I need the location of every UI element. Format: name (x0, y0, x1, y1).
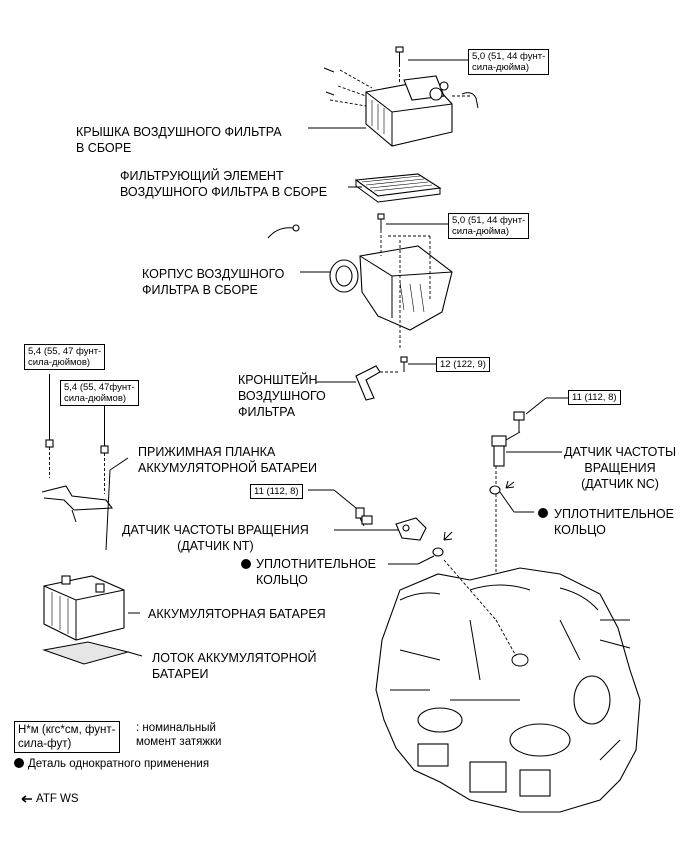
torque-box-clamp-nut-2: 5,4 (55, 47фунт- сила-дюймов) (60, 380, 139, 406)
label-air-cleaner-cap: КРЫШКА ВОЗДУШНОГО ФИЛЬТРА В СБОРЕ (76, 125, 282, 155)
legend-atf: ATF WS (36, 793, 79, 805)
air-cleaner-cap-drawing (323, 46, 479, 147)
air-cleaner-case-drawing (267, 213, 453, 350)
battery-tray-drawing (42, 641, 143, 665)
speed-sensor-nt-drawing (308, 489, 453, 565)
label-o-ring-left: УПЛОТНИТЕЛЬНОЕ КОЛЬЦО (256, 557, 376, 587)
legend-single-use-text: Деталь однократного применения (28, 758, 210, 770)
legend-single-use: Деталь однократного применения (14, 756, 209, 772)
torque-box-nc-bolt: 11 (112, 8) (568, 390, 621, 405)
label-air-cleaner-case: КОРПУС ВОЗДУШНОГО ФИЛЬТРА В СБОРЕ (142, 267, 285, 297)
label-speed-sensor-nt: ДАТЧИК ЧАСТОТЫ ВРАЩЕНИЯ (ДАТЧИК NT) (122, 523, 309, 553)
torque-box-nt-bolt: 11 (112, 8) (250, 484, 303, 499)
battery-clamp-drawing (41, 374, 129, 551)
transaxle-drawing (375, 559, 641, 813)
torque-box-case-bolt: 5,0 (51, 44 фунт- сила-дюйма) (448, 213, 530, 239)
torque-box-cap-bolt: 5,0 (51, 44 фунт- сила-дюйма) (468, 49, 550, 75)
battery-drawing (43, 575, 125, 641)
single-use-dot-icon (241, 559, 251, 569)
label-speed-sensor-nc: ДАТЧИК ЧАСТОТЫ ВРАЩЕНИЯ (ДАТЧИК NC) (564, 445, 677, 491)
single-use-dot-icon (14, 758, 24, 768)
legend-unit-box: Н*м (кгс*см, фунт- сила-фут) (14, 721, 120, 753)
label-battery: АККУМУЛЯТОРНАЯ БАТАРЕЯ (148, 607, 326, 621)
atf-arrow-icon (21, 795, 32, 803)
label-battery-tray: ЛОТОК АККУМУЛЯТОРНОЙ БАТАРЕИ (152, 651, 317, 681)
leader-lines (103, 59, 468, 614)
label-battery-clamp: ПРИЖИМНАЯ ПЛАНКА АККУМУЛЯТОРНОЙ БАТАРЕИ (138, 445, 317, 475)
single-use-dot-icon (538, 508, 548, 518)
torque-box-clamp-nut-1: 5,4 (55, 47 фунт- сила-дюймов) (24, 344, 106, 370)
legend-unit-desc: : номинальный момент затяжки (136, 722, 222, 748)
label-air-cleaner-bracket: КРОНШТЕЙН ВОЗДУШНОГО ФИЛЬТРА (238, 373, 326, 419)
torque-box-bracket-bolt: 12 (122, 9) (436, 357, 490, 372)
label-o-ring-right: УПЛОТНИТЕЛЬНОЕ КОЛЬЦО (554, 507, 674, 537)
filter-element-drawing (354, 173, 442, 203)
air-cleaner-bracket-drawing (355, 356, 408, 401)
label-filter-element: ФИЛЬТРУЮЩИЙ ЭЛЕМЕНТ ВОЗДУШНОГО ФИЛЬТРА В… (120, 169, 328, 199)
